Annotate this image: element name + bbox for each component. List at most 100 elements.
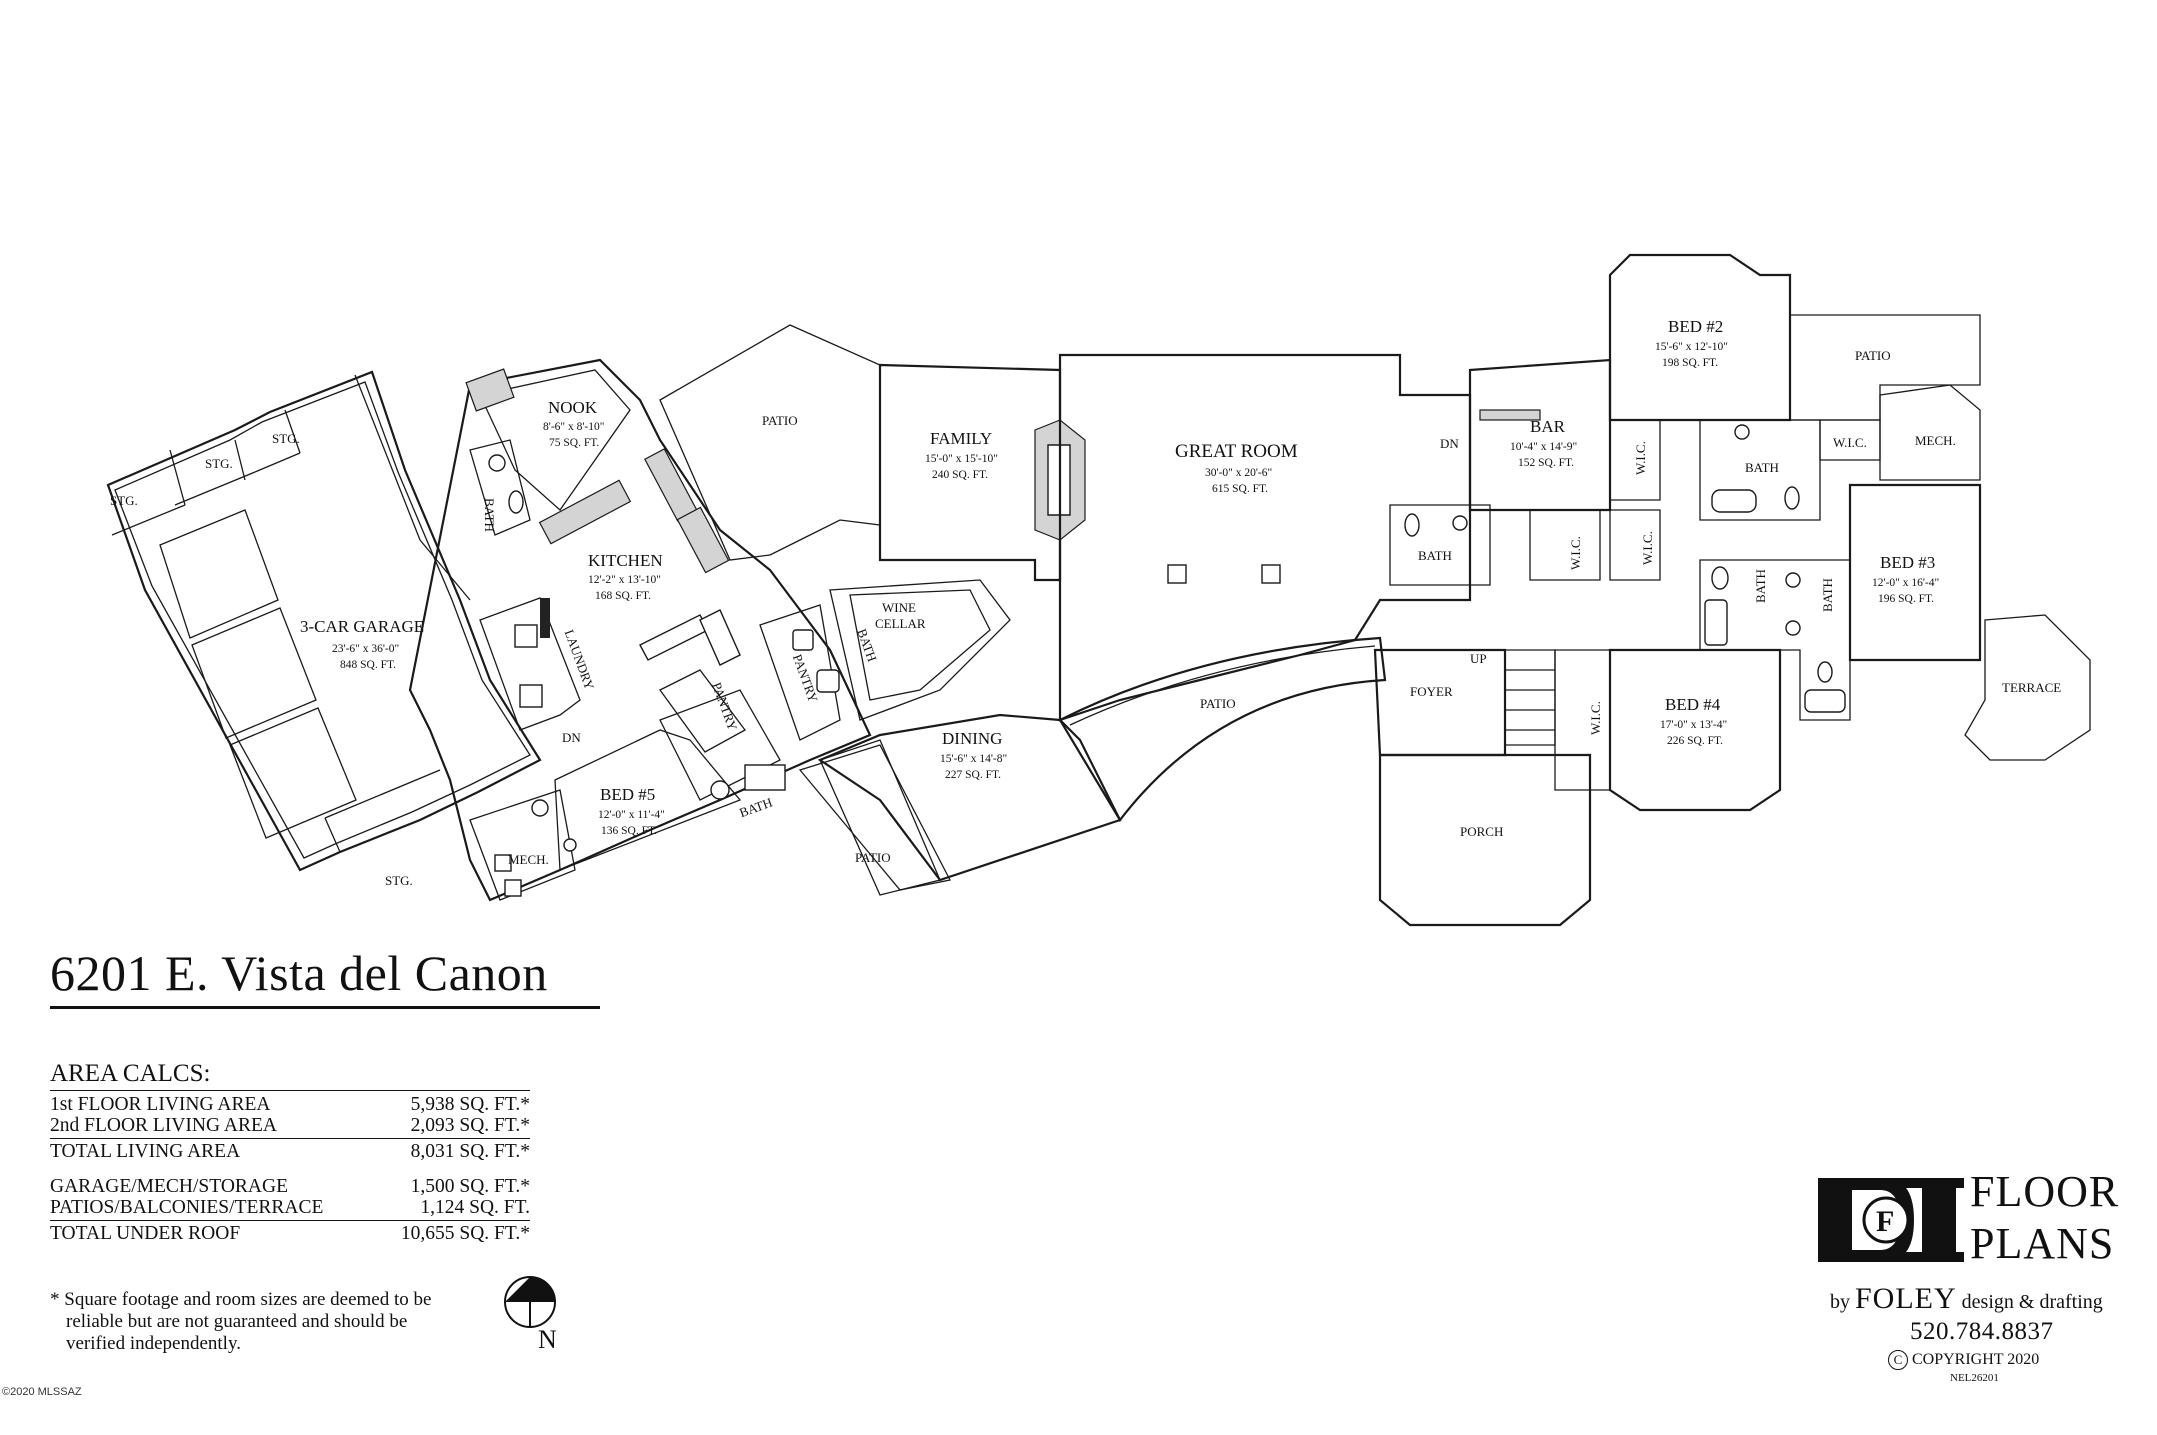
room-area-nook: 75 SQ. FT. [549,437,599,449]
disclaimer-line: verified independently. [66,1333,241,1354]
room-dims-great-room: 30'-0" x 20'-6" [1205,467,1272,479]
wic-label: W.I.C. [1588,701,1603,735]
logo-by: by [1830,1291,1850,1313]
room-name-bar: BAR [1530,417,1566,436]
logo-code: NEL26201 [1950,1372,1999,1384]
area-calcs-label: PATIOS/BALCONIES/TERRACE [50,1197,324,1218]
room-name-kitchen: KITCHEN [588,551,663,570]
patio-label: PATIO [762,413,798,428]
room-dims-nook: 8'-6" x 8'-10" [543,421,604,433]
storage-label: STG. [110,493,138,508]
logo-phone: 520.784.8837 [1910,1318,2054,1345]
room-area-family: 240 SQ. FT. [932,469,988,481]
room-area-bed3: 196 SQ. FT. [1878,593,1934,605]
dining-room: DINING 15'-6" x 14'-8" 227 SQ. FT. [817,713,1122,882]
north-label: N [538,1325,557,1352]
storage-label: STG. [205,456,233,471]
room-dims-garage: 23'-6" x 36'-0" [332,643,399,655]
area-calcs-value: 8,031 SQ. FT.* [410,1141,530,1162]
bath-label: BATH [482,498,497,532]
wic-label: W.I.C. [1640,531,1655,565]
area-calcs-title: AREA CALCS: [50,1060,530,1091]
area-calcs-label: GARAGE/MECH/STORAGE [50,1176,288,1197]
bath-label: BATH [737,795,774,821]
area-calcs-row: TOTAL UNDER ROOF 10,655 SQ. FT.* [50,1220,530,1244]
west-patio: PATIO [659,324,881,561]
area-calcs-row: 1st FLOOR LIVING AREA 5,938 SQ. FT.* [50,1094,530,1115]
area-calcs-label: 1st FLOOR LIVING AREA [50,1094,271,1115]
foyer-label: FOYER [1410,684,1453,699]
bath-label: BATH [854,627,880,664]
disclaimer-note: * Square footage and room sizes are deem… [50,1289,500,1355]
disclaimer-line: * Square footage and room sizes are deem… [50,1289,432,1310]
area-calcs-value: 10,655 SQ. FT.* [400,1223,530,1244]
area-calcs-label: 2nd FLOOR LIVING AREA [50,1115,277,1136]
area-calcs-label: TOTAL LIVING AREA [50,1141,241,1162]
area-calcs-value: 1,124 SQ. FT. [420,1197,530,1218]
room-name-dining: DINING [942,729,1002,748]
room-name-bed3: BED #3 [1880,553,1935,572]
bath-label: BATH [1820,578,1835,612]
room-dims-bed4: 17'-0" x 13'-4" [1660,719,1727,731]
bath-label: BATH [1418,548,1452,563]
area-calcs-table: AREA CALCS: 1st FLOOR LIVING AREA 5,938 … [50,1060,530,1244]
north-arrow-icon: N [504,1276,557,1352]
room-dims-dining: 15'-6" x 14'-8" [940,753,1007,765]
room-area-garage: 848 SQ. FT. [340,659,396,671]
area-calcs-value: 1,500 SQ. FT.* [410,1176,530,1197]
foley-logo-block: F FLOOR PLANS by FOLEY design & drafting… [1810,1170,2150,1420]
terrace-label: TERRACE [2002,680,2061,695]
storage-label: STG. [385,873,413,888]
room-name-great-room: GREAT ROOM [1175,441,1298,462]
disclaimer-line: reliable but are not guaranteed and shou… [66,1311,408,1332]
room-area-bar: 152 SQ. FT. [1518,457,1574,469]
kitchen-wing: NOOK 8'-6" x 8'-10" 75 SQ. FT. BATH KITC… [408,358,872,902]
copyright-icon: C [1888,1350,1908,1370]
laundry-label: LAUNDRY [562,628,598,693]
wine-cellar-label-2: CELLAR [875,616,926,631]
mech-label: MECH. [508,852,549,867]
stair-down-label: DN [1440,436,1459,451]
room-dims-bed2: 15'-6" x 12'-10" [1655,341,1728,353]
room-dims-bed5: 12'-0" x 11'-4" [598,809,665,821]
wine-cellar-label-1: WINE [882,600,916,615]
stair-down-label: DN [562,730,581,745]
room-name-bed2: BED #2 [1668,317,1723,336]
area-calcs-value: 2,093 SQ. FT.* [410,1115,530,1136]
property-address: 6201 E. Vista del Canon [50,948,600,1009]
south-patio: PATIO PATIO [798,636,1387,896]
wic-label: W.I.C. [1833,435,1867,450]
patio-label: PATIO [855,850,891,865]
logo-title-floor: FLOOR [1970,1167,2120,1216]
center-service: WINE CELLAR BATH PANTRY [759,579,1011,741]
room-name-garage: 3-CAR GARAGE [300,617,424,636]
room-dims-bed3: 12'-0" x 16'-4" [1872,577,1939,589]
room-area-bed4: 226 SQ. FT. [1667,735,1723,747]
logo-byline: by FOLEY design & drafting [1830,1282,2103,1316]
copyright-text: COPYRIGHT 2020 [1912,1351,2040,1368]
room-area-kitchen: 168 SQ. FT. [595,590,651,602]
logo-tagline: design & drafting [1961,1291,2103,1313]
area-calcs-row: TOTAL LIVING AREA 8,031 SQ. FT.* [50,1138,530,1162]
east-wing: BED #2 15'-6" x 12'-10" 198 SQ. FT. PATI… [1373,253,2091,927]
foley-monogram-icon: F [1818,1178,1964,1262]
monogram-letter: F [1876,1205,1894,1238]
room-area-bed2: 198 SQ. FT. [1662,357,1718,369]
room-area-dining: 227 SQ. FT. [945,769,1001,781]
room-dims-kitchen: 12'-2" x 13'-10" [588,574,661,586]
storage-label: STG. [272,431,300,446]
great-room: GREAT ROOM 30'-0" x 20'-6" 615 SQ. FT. D… [1058,353,1472,722]
pantry-label: PANTRY [709,680,740,733]
area-calcs-label: TOTAL UNDER ROOF [50,1223,241,1244]
mech-label: MECH. [1915,433,1956,448]
area-calcs-row: 2nd FLOOR LIVING AREA 2,093 SQ. FT.* [50,1115,530,1136]
patio-label: PATIO [1855,348,1891,363]
stair-up-label: UP [1470,651,1487,666]
area-calcs-row: PATIOS/BALCONIES/TERRACE 1,124 SQ. FT. [50,1197,530,1218]
room-area-great-room: 615 SQ. FT. [1212,483,1268,495]
room-name-bed4: BED #4 [1665,695,1721,714]
room-dims-family: 15'-0" x 15'-10" [925,453,998,465]
room-name-family: FAMILY [930,429,992,448]
